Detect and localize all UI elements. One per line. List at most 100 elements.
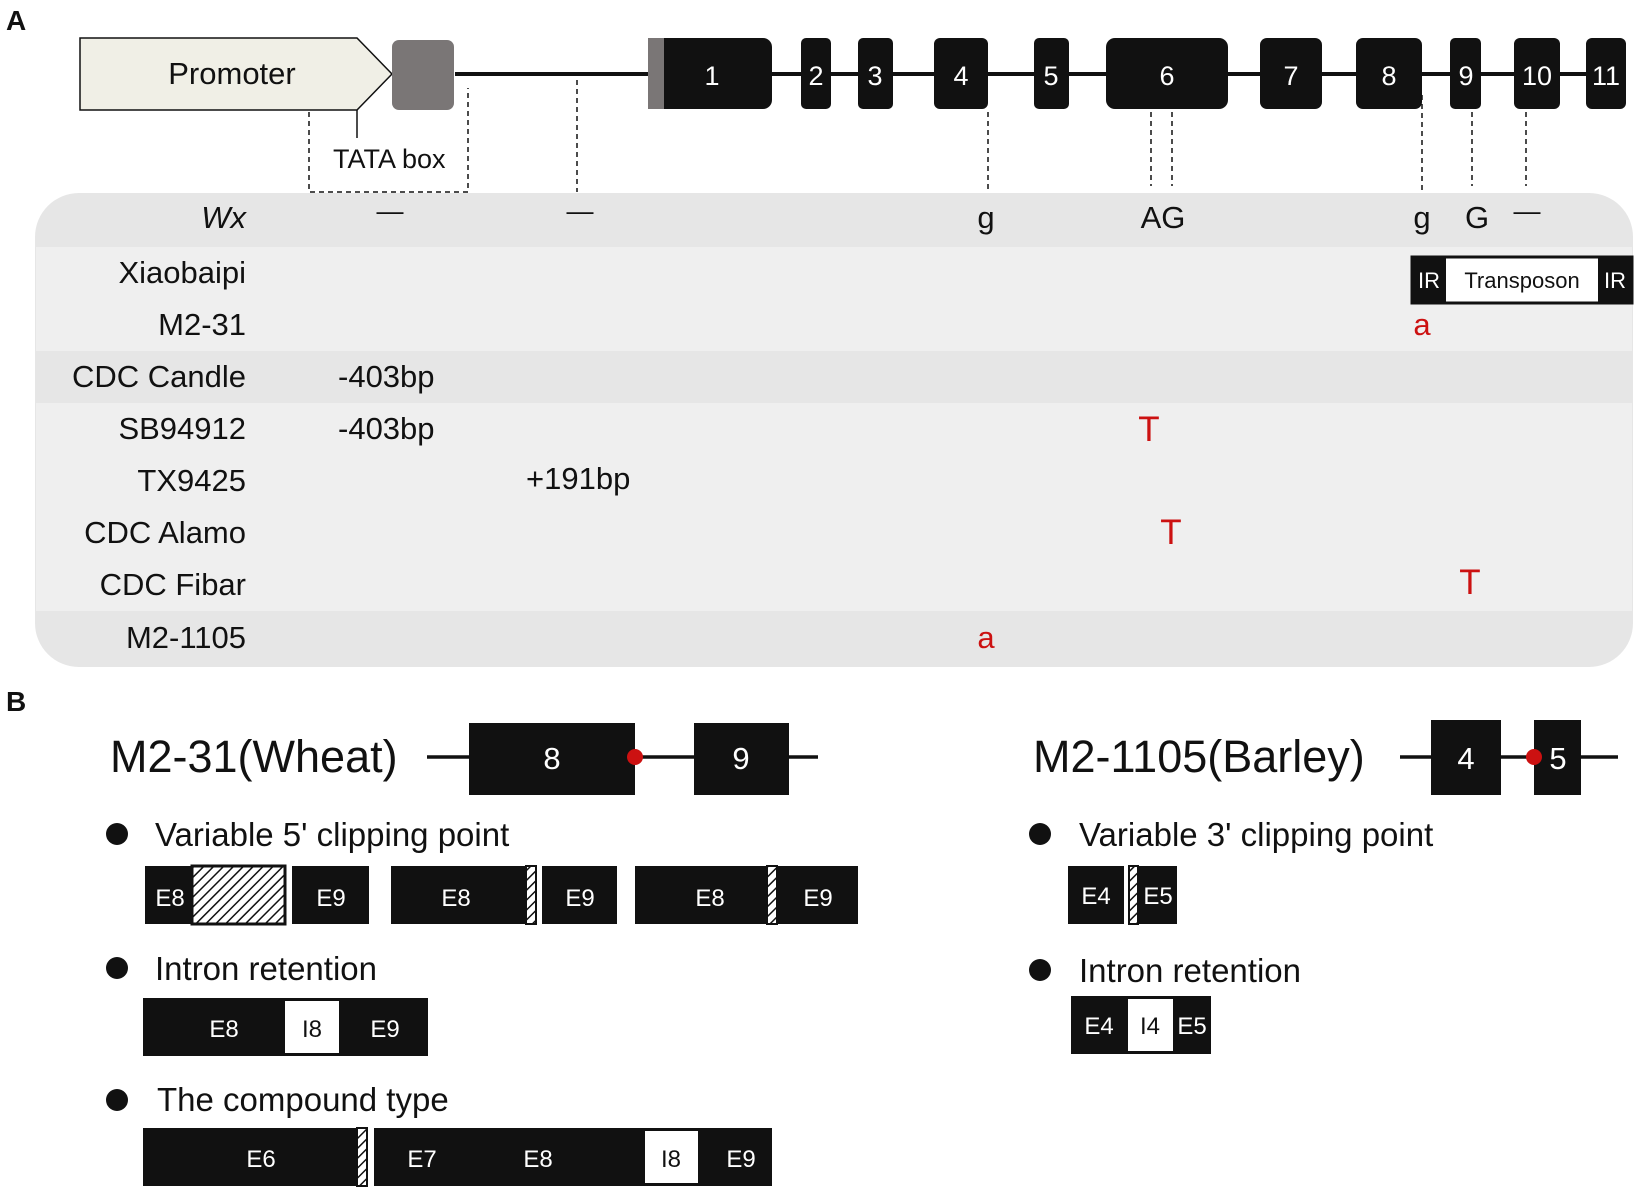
ref-mark-intron1: — <box>567 196 594 226</box>
tata-box-label: TATA box <box>333 144 446 174</box>
ref-mark-exon4: g <box>977 200 994 235</box>
exon-10-label: 10 <box>1522 61 1552 91</box>
bullet <box>106 1089 128 1111</box>
exon-1-label: 1 <box>704 61 719 91</box>
label: I8 <box>302 1016 322 1043</box>
mark-cdc-alamo: T <box>1160 513 1181 552</box>
wheat-intron-title: Intron retention <box>155 950 377 987</box>
exon-6: 6 <box>1106 38 1228 109</box>
exon-3: 3 <box>858 38 893 109</box>
exon-1: 1 <box>648 38 772 109</box>
gene-model: Promoter 1 2 3 4 5 6 7 <box>79 37 1626 174</box>
row-label-sb94912: SB94912 <box>118 411 246 446</box>
wheat-compound-title: The compound type <box>157 1081 449 1118</box>
barley-mutation-site <box>1526 749 1542 765</box>
exon-4-label: 4 <box>953 61 968 91</box>
ref-mark-promoter: — <box>377 196 404 226</box>
ref-mark-exon6: AG <box>1141 200 1186 235</box>
bullet <box>1029 823 1051 845</box>
label: E8 <box>209 1016 238 1043</box>
label: I4 <box>1140 1013 1160 1040</box>
exon-7: 7 <box>1260 38 1322 109</box>
exon-7-label: 7 <box>1283 61 1298 91</box>
label: E5 <box>1143 883 1172 910</box>
label: E8 <box>441 885 470 912</box>
wheat-exon-9-label: 9 <box>732 741 749 776</box>
label: E8 <box>695 885 724 912</box>
row-label-cdc-alamo: CDC Alamo <box>84 515 246 550</box>
reference-name: Wx <box>201 200 247 235</box>
barley-title: M2-1105(Barley) <box>1033 731 1365 782</box>
wheat-exon-8 <box>469 723 635 795</box>
exon-11: 11 <box>1586 38 1626 109</box>
exon-2: 2 <box>801 38 831 109</box>
label: E8 <box>523 1146 552 1173</box>
wheat-mutation-site <box>627 749 643 765</box>
wheat-title: M2-31(Wheat) <box>110 731 398 782</box>
wheat-exon-9 <box>694 723 789 795</box>
ref-mark-exon8: g <box>1413 200 1430 235</box>
barley-variant-1: E4 E5 <box>1068 865 1177 925</box>
promoter-arrow <box>79 37 394 111</box>
label: E9 <box>565 885 594 912</box>
mark-cdc-fibar: T <box>1459 563 1480 602</box>
row-label-m2-1105: M2-1105 <box>126 620 246 655</box>
wheat-variant-1: E8 E9 <box>145 864 369 926</box>
wheat-intron-retention: E8 I8 E9 <box>143 998 428 1056</box>
exon-9: 9 <box>1450 38 1481 109</box>
variant-table: Wx — — g AG g G — Xiaobaipi M2-31 CDC Ca… <box>35 193 1634 667</box>
exon-3-label: 3 <box>867 61 882 91</box>
barley-intron-retention: E4 I4 E5 <box>1071 996 1211 1054</box>
bullet <box>106 823 128 845</box>
bullet <box>1029 959 1051 981</box>
label: E4 <box>1084 1013 1113 1040</box>
wheat-variable-title: Variable 5' clipping point <box>155 816 509 853</box>
wheat-variant-3: E8 E9 <box>635 865 858 925</box>
barley-variable-title: Variable 3' clipping point <box>1079 816 1433 853</box>
ref-mark-exon10: — <box>1514 196 1541 226</box>
label: I8 <box>661 1146 681 1173</box>
row-label-cdc-fibar: CDC Fibar <box>100 567 246 602</box>
utr-box <box>392 40 454 110</box>
wheat-compound: E6 E7 E8 I8 E9 <box>143 1127 772 1187</box>
label: E4 <box>1081 883 1110 910</box>
mark-m2-1105: a <box>977 620 995 655</box>
barley-splicing-panel: M2-1105(Barley) 4 5 Variable 3' clipping… <box>1029 720 1618 1054</box>
promoter-label: Promoter <box>168 56 295 91</box>
transposon-insertion: IR Transposon IR <box>1410 255 1634 305</box>
leader-lines <box>308 80 1527 193</box>
transposon-ir-left: IR <box>1418 268 1440 293</box>
ref-mark-exon9: G <box>1465 200 1489 235</box>
exon-6-label: 6 <box>1159 61 1174 91</box>
label: E5 <box>1177 1013 1206 1040</box>
label: E7 <box>407 1146 436 1173</box>
barley-exon-4 <box>1431 720 1501 795</box>
label: E8 <box>155 885 184 912</box>
barley-exon-5-label: 5 <box>1549 741 1566 776</box>
barley-intron-title: Intron retention <box>1079 952 1301 989</box>
label: E9 <box>370 1016 399 1043</box>
transposon-label: Transposon <box>1464 268 1579 293</box>
mark-sb94912-promoter: -403bp <box>338 411 435 446</box>
exon-2-label: 2 <box>808 61 823 91</box>
row-label-tx9425: TX9425 <box>137 463 246 498</box>
wheat-splicing-panel: M2-31(Wheat) 8 9 Variable 5' clipping po… <box>106 723 858 1187</box>
bullet <box>106 957 128 979</box>
label: E9 <box>803 885 832 912</box>
label: E9 <box>726 1146 755 1173</box>
mark-tx9425: +191bp <box>526 461 630 496</box>
mark-m2-31: a <box>1413 307 1431 342</box>
exon-4: 4 <box>934 38 988 109</box>
panel-label-b: B <box>6 686 26 717</box>
barley-exon-4-label: 4 <box>1457 741 1474 776</box>
row-label-cdc-candle: CDC Candle <box>72 359 246 394</box>
label: E9 <box>316 885 345 912</box>
exon-8-label: 8 <box>1381 61 1396 91</box>
mark-cdc-candle: -403bp <box>338 359 435 394</box>
exon-8: 8 <box>1356 38 1422 109</box>
row-label-m2-31: M2-31 <box>158 307 246 342</box>
exon-5-label: 5 <box>1043 61 1058 91</box>
exon-5: 5 <box>1034 38 1069 109</box>
exon-11-label: 11 <box>1592 61 1620 91</box>
